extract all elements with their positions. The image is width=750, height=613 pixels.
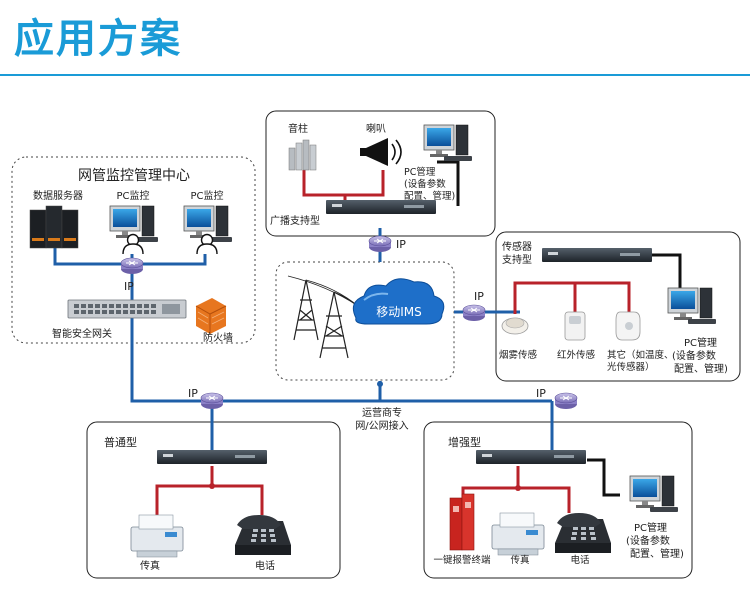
title-rule	[0, 74, 750, 76]
fax-machine-icon	[491, 512, 545, 556]
broadcast-pc-label-2: (设备参数	[404, 178, 446, 190]
sensor-pc-label-2: (设备参数	[672, 349, 716, 362]
phone-icon	[555, 513, 611, 553]
broadcast-device-label: 广播支持型	[270, 214, 320, 227]
infrared-sensor-icon	[564, 311, 586, 341]
sensor-group	[495, 231, 741, 382]
broadcast-device-icon	[326, 200, 436, 214]
cloud-group	[275, 261, 455, 381]
basic-phone-label: 电话	[255, 559, 275, 572]
column-label: 音柱	[288, 122, 308, 135]
basic-device-icon	[157, 450, 267, 464]
sensor-pc-label-1: PC管理	[684, 336, 717, 349]
ir-sensor-label: 红外传感	[557, 349, 596, 361]
router-icon	[120, 257, 144, 275]
gateway-icon	[67, 299, 187, 319]
gateway-label: 智能安全网关	[52, 327, 112, 340]
basic-fax-label: 传真	[140, 559, 160, 572]
server-label: 数据服务器	[33, 189, 83, 202]
links-black	[437, 160, 682, 497]
pc-monitor-icon	[423, 124, 473, 162]
fax-machine-icon	[130, 514, 184, 558]
router-icon	[554, 392, 578, 410]
other-sensor-label-2: 光传感器）	[607, 361, 655, 373]
horn-label: 喇叭	[366, 123, 386, 135]
phone-icon	[235, 515, 291, 555]
backbone-ip-right: IP	[536, 387, 546, 400]
cloud-label: 移动IMS	[376, 305, 422, 319]
basic-title: 普通型	[104, 435, 137, 449]
alarm-terminal-icon	[449, 493, 475, 551]
broadcast-pc-label-3: 配置、管理)	[404, 190, 455, 202]
pc-monitor-icon	[667, 287, 717, 325]
enhanced-title: 增强型	[448, 435, 481, 449]
sound-column-icon	[288, 139, 317, 171]
router-icon	[462, 304, 486, 322]
pc-monitor-icon	[629, 475, 679, 513]
enhanced-pc-label-1: PC管理	[634, 521, 667, 534]
page-title: 应用方案	[14, 16, 182, 62]
alarm-label: 一键报警终端	[433, 554, 491, 566]
sensor-device-label-1: 传感器	[502, 240, 532, 253]
cloud-ip-label: IP	[474, 290, 484, 303]
backbone-junction	[377, 381, 383, 387]
other-sensor-icon	[615, 311, 641, 341]
cloud-icon	[352, 278, 445, 325]
broadcast-pc-label-1: PC管理	[404, 166, 436, 178]
sensor-device-label-2: 支持型	[502, 253, 532, 266]
enhanced-junction	[515, 485, 521, 491]
firewall-icon	[195, 298, 227, 334]
backbone-ip-left: IP	[188, 387, 198, 400]
transmission-tower-icon	[287, 275, 359, 359]
enhanced-device-icon	[476, 450, 586, 464]
broadcast-ip-label: IP	[396, 238, 406, 251]
enhanced-pc-label-2: (设备参数	[626, 534, 670, 547]
smoke-sensor-icon	[501, 317, 529, 335]
router-icon	[200, 392, 224, 410]
nms-group	[11, 156, 256, 344]
pc2-label: PC监控	[190, 189, 223, 202]
basic-junction	[209, 483, 215, 489]
smoke-sensor-label: 烟雾传感	[499, 349, 538, 361]
backbone-label-1: 运营商专	[362, 406, 402, 419]
pc1-label: PC监控	[116, 189, 149, 202]
horn-speaker-icon	[360, 138, 402, 166]
nms-ip-label: IP	[124, 280, 134, 293]
enhanced-pc-label-3: 配置、管理)	[630, 547, 684, 560]
sensor-device-icon	[542, 248, 652, 262]
backbone-label-2: 网/公网接入	[355, 419, 408, 432]
enhanced-phone-label: 电话	[570, 554, 590, 566]
router-icon	[368, 235, 392, 253]
sensor-pc-label-3: 配置、管理)	[674, 362, 728, 375]
firewall-label: 防火墙	[203, 331, 233, 344]
other-sensor-label-1: 其它（如温度、	[607, 349, 674, 361]
nms-title: 网管监控管理中心	[78, 168, 190, 184]
enhanced-fax-label: 传真	[510, 554, 529, 566]
enhanced-group	[423, 421, 693, 579]
data-server-icon	[29, 205, 79, 249]
